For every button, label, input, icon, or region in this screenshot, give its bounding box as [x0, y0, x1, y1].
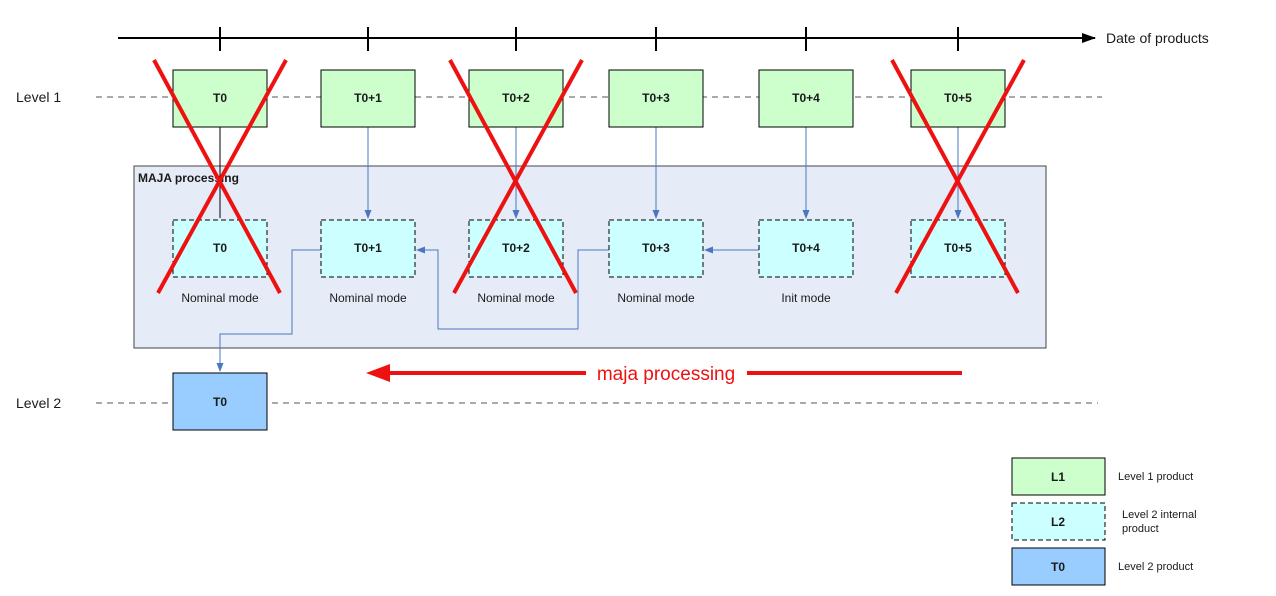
legend-description: Level 2 internal — [1122, 509, 1197, 521]
level1-product-box — [468, 69, 564, 128]
level1-product-4: T0+4 — [758, 69, 854, 128]
legend-description: Level 2 product — [1118, 561, 1193, 573]
level1-product-5: T0+5 — [910, 69, 1006, 128]
internal-product-box — [468, 219, 564, 278]
processing-arrow-label: maja processing — [597, 364, 735, 385]
internal-product-box — [910, 219, 1006, 278]
internal-product-label: T0+3 — [642, 241, 670, 255]
discard-cross-2 — [448, 59, 584, 294]
legend-description: product — [1122, 523, 1159, 535]
level1-product-label: T0+4 — [792, 91, 820, 105]
level2-product-box — [172, 372, 268, 431]
processing-arrow-head — [366, 364, 390, 382]
discard-cross-5 — [890, 59, 1026, 294]
internal-product-5: T0+5 — [910, 219, 1006, 278]
internal-product-label: T0+5 — [944, 241, 972, 255]
level1-product-1: T0+1 — [320, 69, 416, 128]
level2-row-label: Level 2 — [16, 395, 61, 411]
legend-swatch-label: L2 — [1051, 515, 1065, 529]
discarded-marks — [152, 59, 1026, 294]
internal-product-box — [608, 219, 704, 278]
level1-product-label: T0+5 — [944, 91, 972, 105]
level1-product-3: T0+3 — [608, 69, 704, 128]
flow-connectors — [216, 126, 962, 372]
legend-item-l1: L1 Level 1 product — [1011, 457, 1193, 496]
level1-product-label: T0+1 — [354, 91, 382, 105]
discard-cross-0 — [152, 59, 288, 294]
level1-product-label: T0+3 — [642, 91, 670, 105]
level1-product-box — [608, 69, 704, 128]
level1-product-box — [172, 69, 268, 128]
level2-product-label: T0 — [213, 395, 227, 409]
internal-product-label: T0+4 — [792, 241, 820, 255]
level1-product-label: T0+2 — [502, 91, 530, 105]
legend-item-t0: T0 Level 2 product — [1011, 547, 1193, 586]
processing-mode-label: Nominal mode — [617, 291, 695, 305]
processing-mode-label: Nominal mode — [181, 291, 259, 305]
legend-item-l2: L2 Level 2 internal product — [1011, 502, 1197, 541]
legend-swatch-label: T0 — [1051, 560, 1065, 574]
internal-product-label: T0 — [213, 241, 227, 255]
level1-product-label: T0 — [213, 91, 227, 105]
date-axis-ticks — [219, 27, 959, 51]
connector-t3-to-t1 — [416, 246, 610, 330]
legend-swatch — [1011, 457, 1106, 496]
processing-mode-label: Nominal mode — [477, 291, 555, 305]
legend-description: Level 1 product — [1118, 471, 1193, 483]
level1-product-box — [758, 69, 854, 128]
level1-row-label: Level 1 — [16, 89, 61, 105]
connector-t1-to-level2 — [216, 249, 321, 372]
maja-processing-box — [133, 165, 1047, 349]
legend-swatch-label: L1 — [1051, 470, 1065, 484]
internal-product-label: T0+2 — [502, 241, 530, 255]
processing-mode-label: Nominal mode — [329, 291, 407, 305]
date-axis-label: Date of products — [1106, 30, 1209, 46]
internal-product-box — [320, 219, 416, 278]
level1-product-2: T0+2 — [468, 69, 564, 128]
internal-product-box — [758, 219, 854, 278]
level1-product-0: T0 — [172, 69, 268, 128]
processing-mode-label: Init mode — [781, 291, 831, 305]
legend-swatch — [1011, 547, 1106, 586]
internal-product-label: T0+1 — [354, 241, 382, 255]
legend-swatch — [1011, 502, 1106, 541]
level1-products: T0 T0+1 T0+2 T0+3 T0+4 T0+5 — [172, 69, 1006, 128]
internal-product-box — [172, 219, 268, 278]
level1-product-box — [320, 69, 416, 128]
